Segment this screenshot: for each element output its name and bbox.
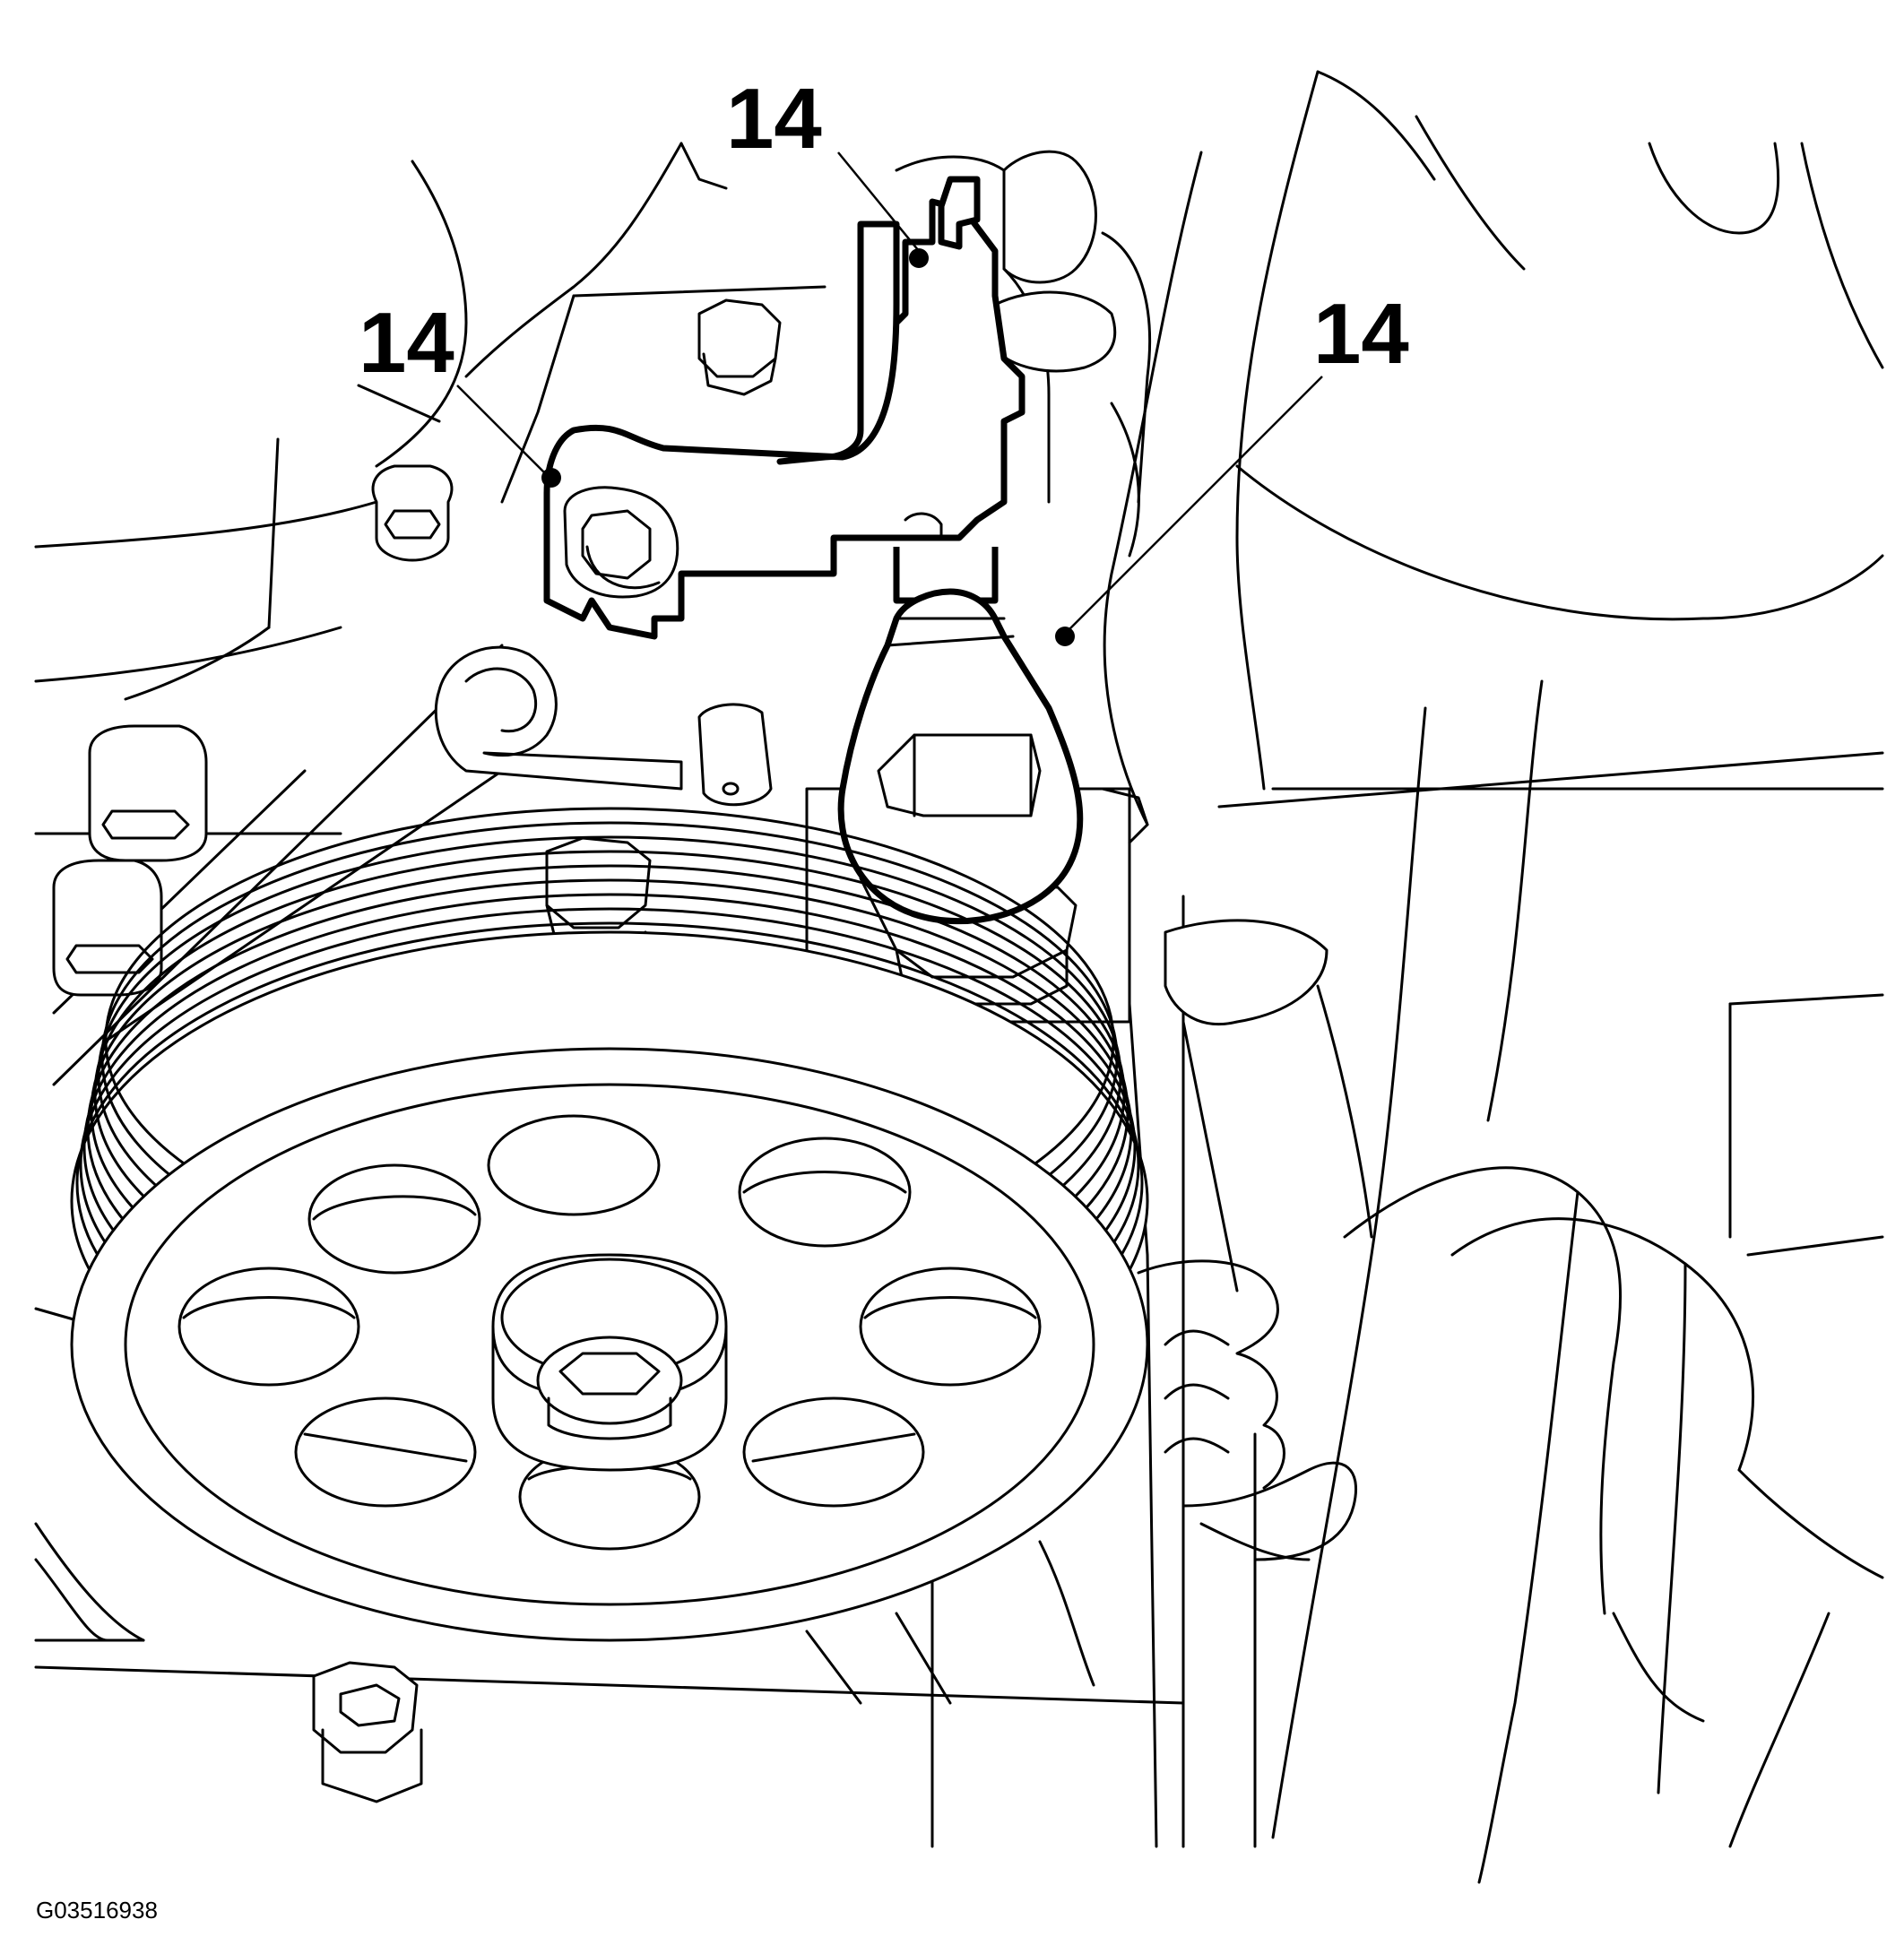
- hose-assembly: [895, 150, 1373, 1561]
- bracket-bolt: [563, 486, 679, 599]
- pulley-hub: [491, 1253, 728, 1472]
- pulley-holes: [177, 1114, 1042, 1551]
- power-steering-pulley: [70, 807, 1149, 1642]
- mounting-eye: [434, 645, 683, 791]
- bolt-upper-left: [371, 464, 454, 562]
- callout-label-left: 14: [359, 295, 454, 391]
- callout-leaders: [456, 151, 1323, 646]
- callout-label-right: 14: [1313, 286, 1409, 382]
- bolt-left-mid: [88, 724, 208, 862]
- bolt-bottom-left: [312, 1661, 423, 1803]
- figure-id: G03516938: [36, 1897, 158, 1924]
- pump-reservoir: [805, 547, 1149, 1024]
- callout-label-top: 14: [726, 71, 822, 167]
- small-cylinder: [697, 703, 773, 807]
- pump-bracket: [543, 176, 1026, 640]
- left-bolts: [52, 298, 782, 1803]
- bolt-top-center: [697, 298, 782, 396]
